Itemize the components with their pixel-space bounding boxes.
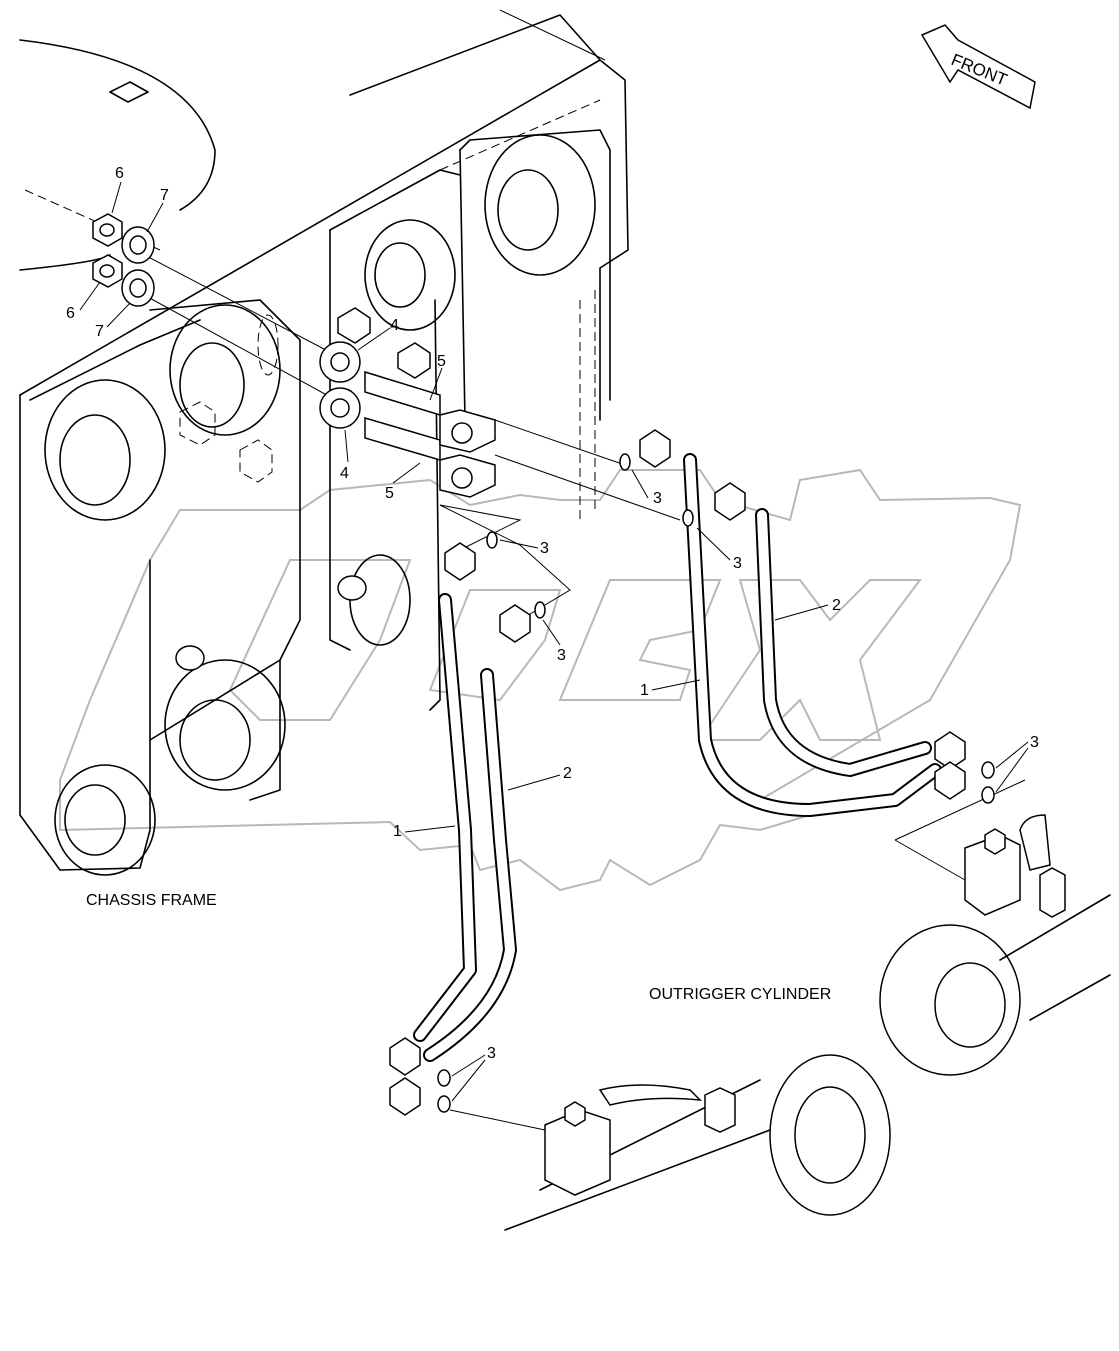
callout-3: 3 (487, 1045, 496, 1062)
part-callouts: 6 7 6 7 4 5 4 5 3 3 3 3 3 3 2 1 2 1 (66, 165, 1039, 1102)
callout-5: 5 (385, 485, 394, 502)
leader-lines (134, 249, 1026, 1131)
callout-2: 2 (832, 597, 841, 614)
callout-4: 4 (340, 465, 349, 482)
callout-3: 3 (557, 647, 566, 664)
callout-1: 1 (393, 823, 402, 840)
callout-7: 7 (95, 323, 104, 340)
callout-6: 6 (115, 165, 124, 182)
callout-7: 7 (160, 187, 169, 204)
chassis-frame-label: CHASSIS FRAME (86, 892, 217, 909)
outrigger-cylinder (504, 814, 1111, 1231)
o-ring-fittings (389, 429, 995, 1116)
callout-3: 3 (1030, 734, 1039, 751)
callout-4: 4 (390, 317, 399, 334)
callout-6: 6 (66, 305, 75, 322)
callout-1: 1 (640, 682, 649, 699)
callout-2: 2 (563, 765, 572, 782)
outrigger-cylinder-label: OUTRIGGER CYLINDER (649, 986, 831, 1003)
callout-5: 5 (437, 353, 446, 370)
callout-3: 3 (540, 540, 549, 557)
chassis-frame (19, 9, 629, 876)
nuts-washers (92, 213, 155, 307)
watermark-logo (59, 468, 1022, 892)
elbow-fittings (319, 341, 496, 498)
front-direction-arrow: FRONT (920, 24, 1036, 110)
hoses (413, 453, 942, 1062)
callout-3: 3 (653, 490, 662, 507)
callout-3: 3 (733, 555, 742, 572)
